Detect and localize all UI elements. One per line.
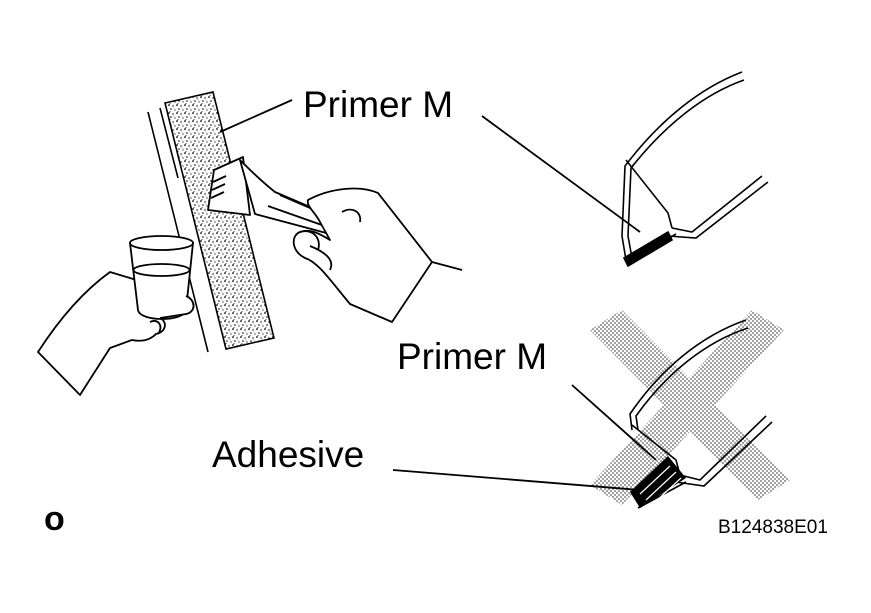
- label-primer-top: Primer M: [303, 84, 454, 125]
- leader-primer-top-right: [481, 115, 641, 233]
- label-adhesive: Adhesive: [212, 434, 365, 475]
- leader-adhesive: [392, 469, 641, 491]
- leader-primer-bottom: [571, 384, 657, 461]
- leader-primer-top-left: [219, 99, 293, 133]
- glass-panel: [147, 107, 209, 353]
- correct-mark: o: [44, 500, 65, 538]
- cross-section-correct: [621, 71, 769, 268]
- leader-lines: [219, 99, 657, 491]
- primed-strip: [164, 91, 275, 350]
- primer-glass: [128, 235, 195, 320]
- figure-code: B124838E01: [718, 517, 828, 538]
- label-primer-bottom: Primer M: [397, 336, 548, 377]
- x-mark-icon: [590, 310, 790, 505]
- cross-section-incorrect: [590, 310, 790, 509]
- right-hand: [292, 187, 463, 323]
